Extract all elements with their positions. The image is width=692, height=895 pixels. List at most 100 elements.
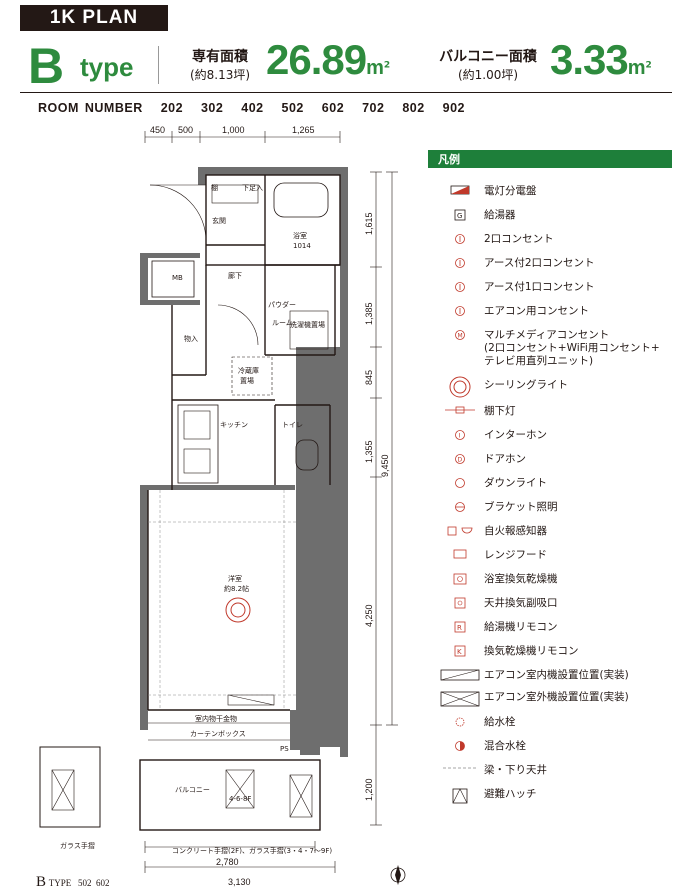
label-shoe-box: 下足入 [242,184,263,192]
balcony-outline [139,759,321,831]
bracket-light-icon [440,501,480,513]
label-hanger: 室内物干金物 [195,714,237,723]
outlet-2-icon [440,233,480,245]
legend-item: 混合水栓 [440,740,680,760]
legend-label: シーリングライト [484,379,568,391]
floor-area-value: 26.89 [266,36,367,83]
legend-label: ドアホン [484,453,526,465]
legend-label: インターホン [484,429,547,441]
legend-item: アース付1口コンセント [440,281,680,301]
legend-item: ブラケット照明 [440,501,680,521]
svg-text:M: M [458,333,463,340]
dim-top-2: 500 [178,125,193,135]
svg-text:R: R [457,624,462,632]
label-mb: MB [172,274,183,282]
bath-dryer-icon [440,573,480,585]
label-shelf: 棚 [211,183,218,192]
legend-item: シーリングライト [440,375,680,398]
dim-top-1: 450 [150,125,165,135]
floor-area: 26.89m2 [266,36,390,84]
dim-right-3: 845 [364,370,374,385]
legend-item: I インターホン [440,429,680,449]
footer-type-text: TYPE 502 602 [48,878,110,888]
water-heater-icon: G [440,209,480,221]
label-evac-floor: 4-6-8F [229,795,251,803]
footer-type-letter: B [36,874,47,890]
mixer-tap-icon [440,740,480,752]
fire-detector-icon [440,525,480,537]
label-bath-size: 1014 [293,242,311,250]
plan-badge: 1K PLAN [20,5,168,31]
legend-label: マルチメディアコンセント [484,329,610,341]
label-washer: 洗濯機置場 [290,320,325,329]
header-rule [20,92,672,93]
floor-plan: 450 500 1,000 1,265 1,615 1,385 845 1,35… [39,125,406,887]
legend-label: レンジフード [484,549,547,561]
legend-label: エアコン室内機設置位置(実装) [484,669,629,681]
door-phone-icon: D [440,453,480,465]
legend-label: 避難ハッチ [484,788,537,800]
aircon-outlet-icon [440,305,480,317]
legend-label: 梁・下り天井 [484,764,547,776]
balcony-area-caption: バルコニー面積 (約1.00坪) [432,46,544,83]
legend-label: アース付2口コンセント [484,257,595,269]
legend-item: 棚下灯 [440,405,680,425]
label-curtain: カーテンボックス [190,730,246,738]
dim-top-3: 1,000 [222,125,245,135]
type-letter: B [28,38,65,94]
kitchen-counter [177,404,219,484]
legend-label: 換気乾燥機リモコン [484,645,579,657]
label-western: 洋室 [228,574,242,583]
label-hallway: 廊下 [228,271,242,280]
legend-item: エアコン室外機設置位置(実装) [440,691,680,711]
room-number-label: ROOM NUMBER [38,101,143,115]
legend-item: 梁・下り天井 [440,764,680,784]
legend-item: エアコン室内機設置位置(実装) [440,669,680,689]
label-entrance: 玄関 [212,216,226,225]
svg-text:D: D [458,457,463,464]
balcony-area-value: 3.33 [550,36,629,83]
ceiling-vent-icon [440,597,480,609]
label-toilet: トイレ [282,421,303,429]
intercom-icon: I [440,429,480,441]
range-hood-icon [440,549,480,559]
legend-item: 天井換気副吸口 [440,597,680,617]
multimedia-outlet-icon: M [440,329,480,341]
floor-area-unit: m [366,57,384,79]
label-western-size: 約8.2帖 [224,584,249,593]
legend-item: 避難ハッチ [440,788,680,808]
svg-text:K: K [457,648,462,656]
legend-label: 自火報感知器 [484,525,547,537]
outlet-1-earth-icon [440,281,480,293]
legend-label: ブラケット照明 [484,501,558,513]
dim-bottom-outer: 3,130 [228,877,251,887]
ceiling-light-icon [440,375,480,399]
balcony-area-label: バルコニー面積 [439,49,537,65]
legend-label: 給湯器 [484,209,516,221]
label-balcony: バルコニー [175,786,210,794]
legend-multimedia-note-1: (2口コンセント+WiFi用コンセント+ [484,342,660,354]
dim-right-2: 1,385 [364,302,374,325]
distribution-board-icon [440,185,480,195]
footer-type: B TYPE 502 602 [36,874,110,891]
floor-area-label: 専有面積 [192,49,248,65]
legend-title: 凡例 [428,150,672,168]
label-fridge-2: 置場 [240,376,254,385]
dim-right-total: 9,450 [380,454,390,477]
svg-text:G: G [457,212,462,220]
legend-item: ダウンライト [440,477,680,497]
legend-label: 混合水栓 [484,740,526,752]
label-ps: PS [280,745,289,753]
label-glass-rail: ガラス手摺 [60,841,95,850]
under-shelf-light-icon [440,405,480,415]
legend-label: アース付1口コンセント [484,281,595,293]
dim-top-4: 1,265 [292,125,315,135]
dim-right-1: 1,615 [364,212,374,235]
toilet-fixture [295,439,319,471]
legend-label: 給水栓 [484,716,516,728]
legend-label: エアコン用コンセント [484,305,589,317]
legend-label: 棚下灯 [484,405,516,417]
legend-item: 浴室換気乾燥機 [440,573,680,593]
label-powder: パウダー [268,300,296,309]
